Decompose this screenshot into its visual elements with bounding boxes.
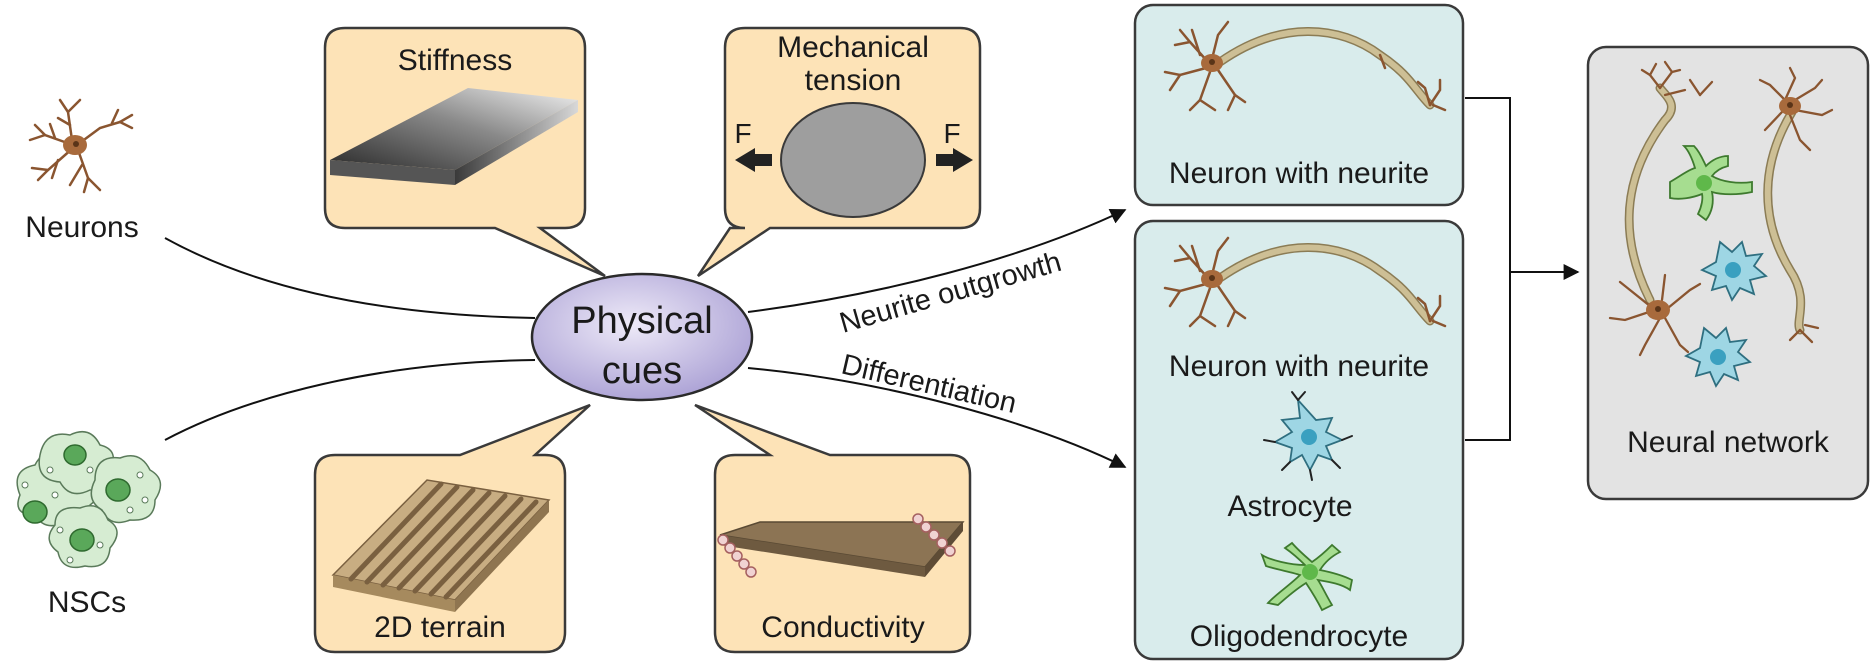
conductivity-bubble: Conductivity [694, 403, 972, 654]
stiffness-label: Stiffness [398, 44, 513, 77]
neuron-with-neurite-icon [1163, 236, 1447, 328]
neurons-label: Neurons [25, 211, 138, 244]
force-left-label: F [734, 118, 751, 149]
neuron-with-neurite-label-top: Neuron with neurite [1169, 157, 1429, 190]
astrocyte-label: Astrocyte [1227, 490, 1352, 523]
grooved-substrate-icon [331, 479, 551, 612]
neural-network-icon [1608, 60, 1834, 357]
physical-cues-node: Physical cues [530, 272, 754, 402]
differentiation-panel: Neuron with neurite Astrocyte Oligodendr… [1133, 219, 1465, 661]
nscs-label: NSCs [48, 586, 126, 619]
network-astrocyte-icon [1699, 240, 1768, 302]
mechanical-tension-bubble: F F Mechanical tension [696, 26, 982, 278]
neurite-outgrowth-panel: Neuron with neurite [1133, 3, 1465, 207]
network-oligodendrocyte-icon [1669, 145, 1753, 222]
nsc-cluster-icon [16, 430, 162, 569]
conductivity-label: Conductivity [761, 611, 924, 644]
force-left-arrow-icon [735, 148, 772, 172]
arrow-differentiation [747, 367, 1127, 468]
mechanical-tension-label-line1: Mechanical [777, 31, 929, 64]
stiffness-bubble: Stiffness [323, 26, 606, 278]
physical-cues-label-line2: cues [602, 350, 682, 392]
force-right-label: F [943, 118, 960, 149]
neurite-outgrowth-label: Neurite outgrowth [836, 246, 1065, 340]
bracket-connector [1465, 97, 1580, 441]
force-right-arrow-icon [936, 148, 973, 172]
mechanical-tension-label-line2: tension [805, 64, 902, 97]
neuron-cell-icon [28, 98, 134, 194]
neural-network-panel: Neural network [1586, 45, 1870, 501]
neuron-with-neurite-label-bottom: Neuron with neurite [1169, 350, 1429, 383]
terrain-2d-label: 2D terrain [374, 611, 506, 644]
physical-cues-label-line1: Physical [571, 300, 713, 342]
neuron-with-neurite-icon [1163, 20, 1447, 112]
oligodendrocyte-icon [1260, 541, 1354, 612]
differentiation-label: Differentiation [838, 349, 1019, 420]
neural-network-label: Neural network [1627, 426, 1830, 459]
tension-disk-icon [780, 102, 926, 218]
connector-nscs [164, 359, 536, 441]
stiffness-slab-icon [330, 88, 578, 185]
connector-neurons [164, 237, 536, 319]
network-astrocyte-icon [1683, 326, 1752, 388]
arrow-neurite-outgrowth [747, 208, 1127, 313]
conductive-substrate-icon [717, 513, 965, 578]
astrocyte-icon [1263, 391, 1353, 481]
terrain-2d-bubble: 2D terrain [313, 403, 591, 654]
oligodendrocyte-label: Oligodendrocyte [1190, 620, 1408, 653]
